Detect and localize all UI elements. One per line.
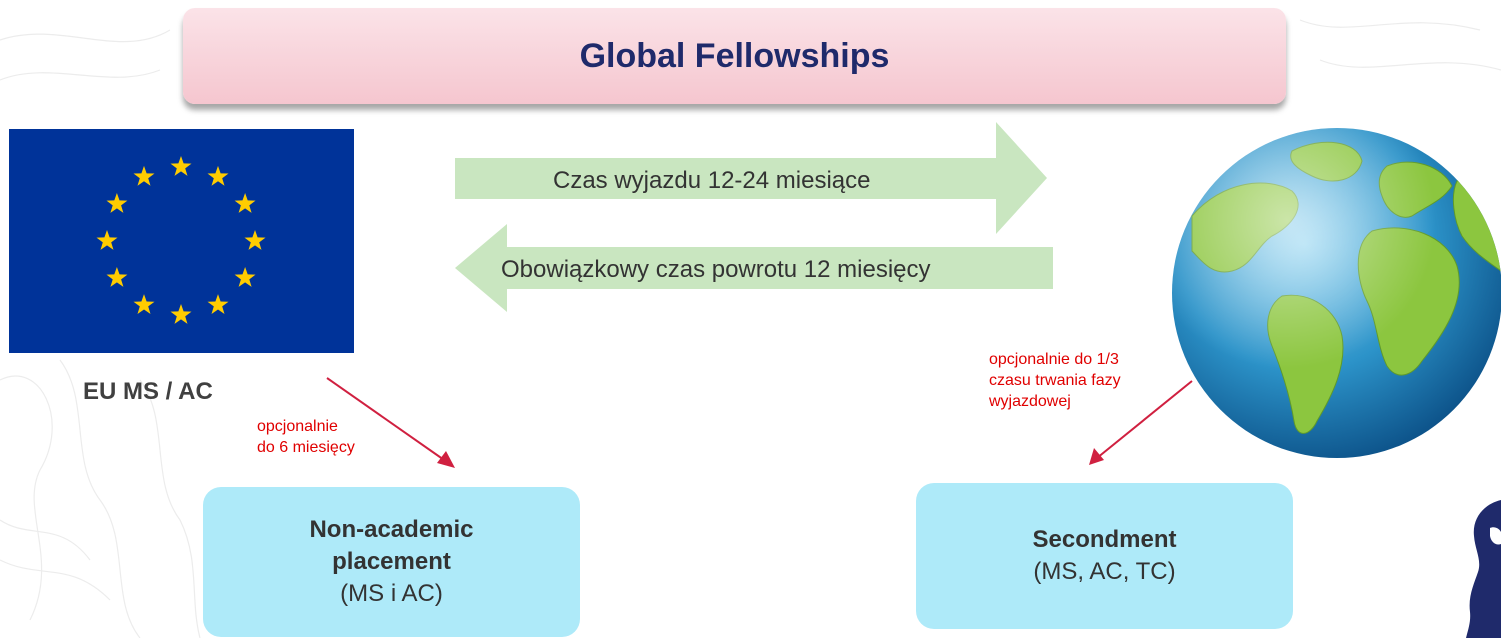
secondment-box: Secondment (MS, AC, TC) [916,483,1293,629]
secondment-countries: (MS, AC, TC) [1033,558,1176,585]
right-note-line-2: czasu trwania fazy [989,372,1121,389]
secondment-title: Secondment [1032,526,1177,553]
eu-star-icon [133,165,155,186]
globe-image [1172,128,1501,458]
logo-silhouette-icon [1466,500,1501,638]
non-academic-title-line-1: Non-academic [309,516,474,543]
return-arrow [455,224,1053,312]
left-note-line-2: do 6 miesięcy [257,439,355,456]
eu-star-icon [96,230,118,250]
eu-star-icon [234,193,256,213]
connector-left [326,377,448,463]
outgoing-arrow-label: Czas wyjazdu 12-24 miesiące [553,167,871,194]
non-academic-title-line-2: placement [332,548,451,575]
right-note-line-3: wyjazdowej [989,393,1071,410]
eu-star-icon [244,230,266,250]
eu-star-icon [106,267,128,287]
title-banner: Global Fellowships [183,8,1286,104]
eu-star-icon [133,294,155,314]
left-note-line-1: opcjonalnie [257,418,338,435]
eu-flag-stars [96,156,266,324]
right-optional-note: opcjonalnie do 1/3 czasu trwania fazy wy… [989,349,1121,412]
non-academic-countries: (MS i AC) [340,580,443,607]
page-title: Global Fellowships [579,36,890,75]
left-optional-note: opcjonalnie do 6 miesięcy [257,416,355,458]
eu-star-icon [234,267,256,287]
eu-star-icon [170,156,192,176]
eu-star-icon [170,304,192,324]
connector-right [1096,380,1193,459]
connector-right-arrowhead [1089,448,1104,465]
right-note-line-1: opcjonalnie do 1/3 [989,351,1119,368]
eu-star-icon [106,193,128,213]
outgoing-arrow [455,122,1047,234]
return-arrow-label: Obowiązkowy czas powrotu 12 miesięcy [501,256,931,283]
connector-left-arrowhead [437,451,455,468]
eu-star-icon [207,294,229,314]
eu-ms-ac-label: EU MS / AC [83,378,213,405]
non-academic-placement-box: Non-academic placement (MS i AC) [203,487,580,637]
eu-flag-image [9,129,354,353]
eu-star-icon [207,165,229,186]
